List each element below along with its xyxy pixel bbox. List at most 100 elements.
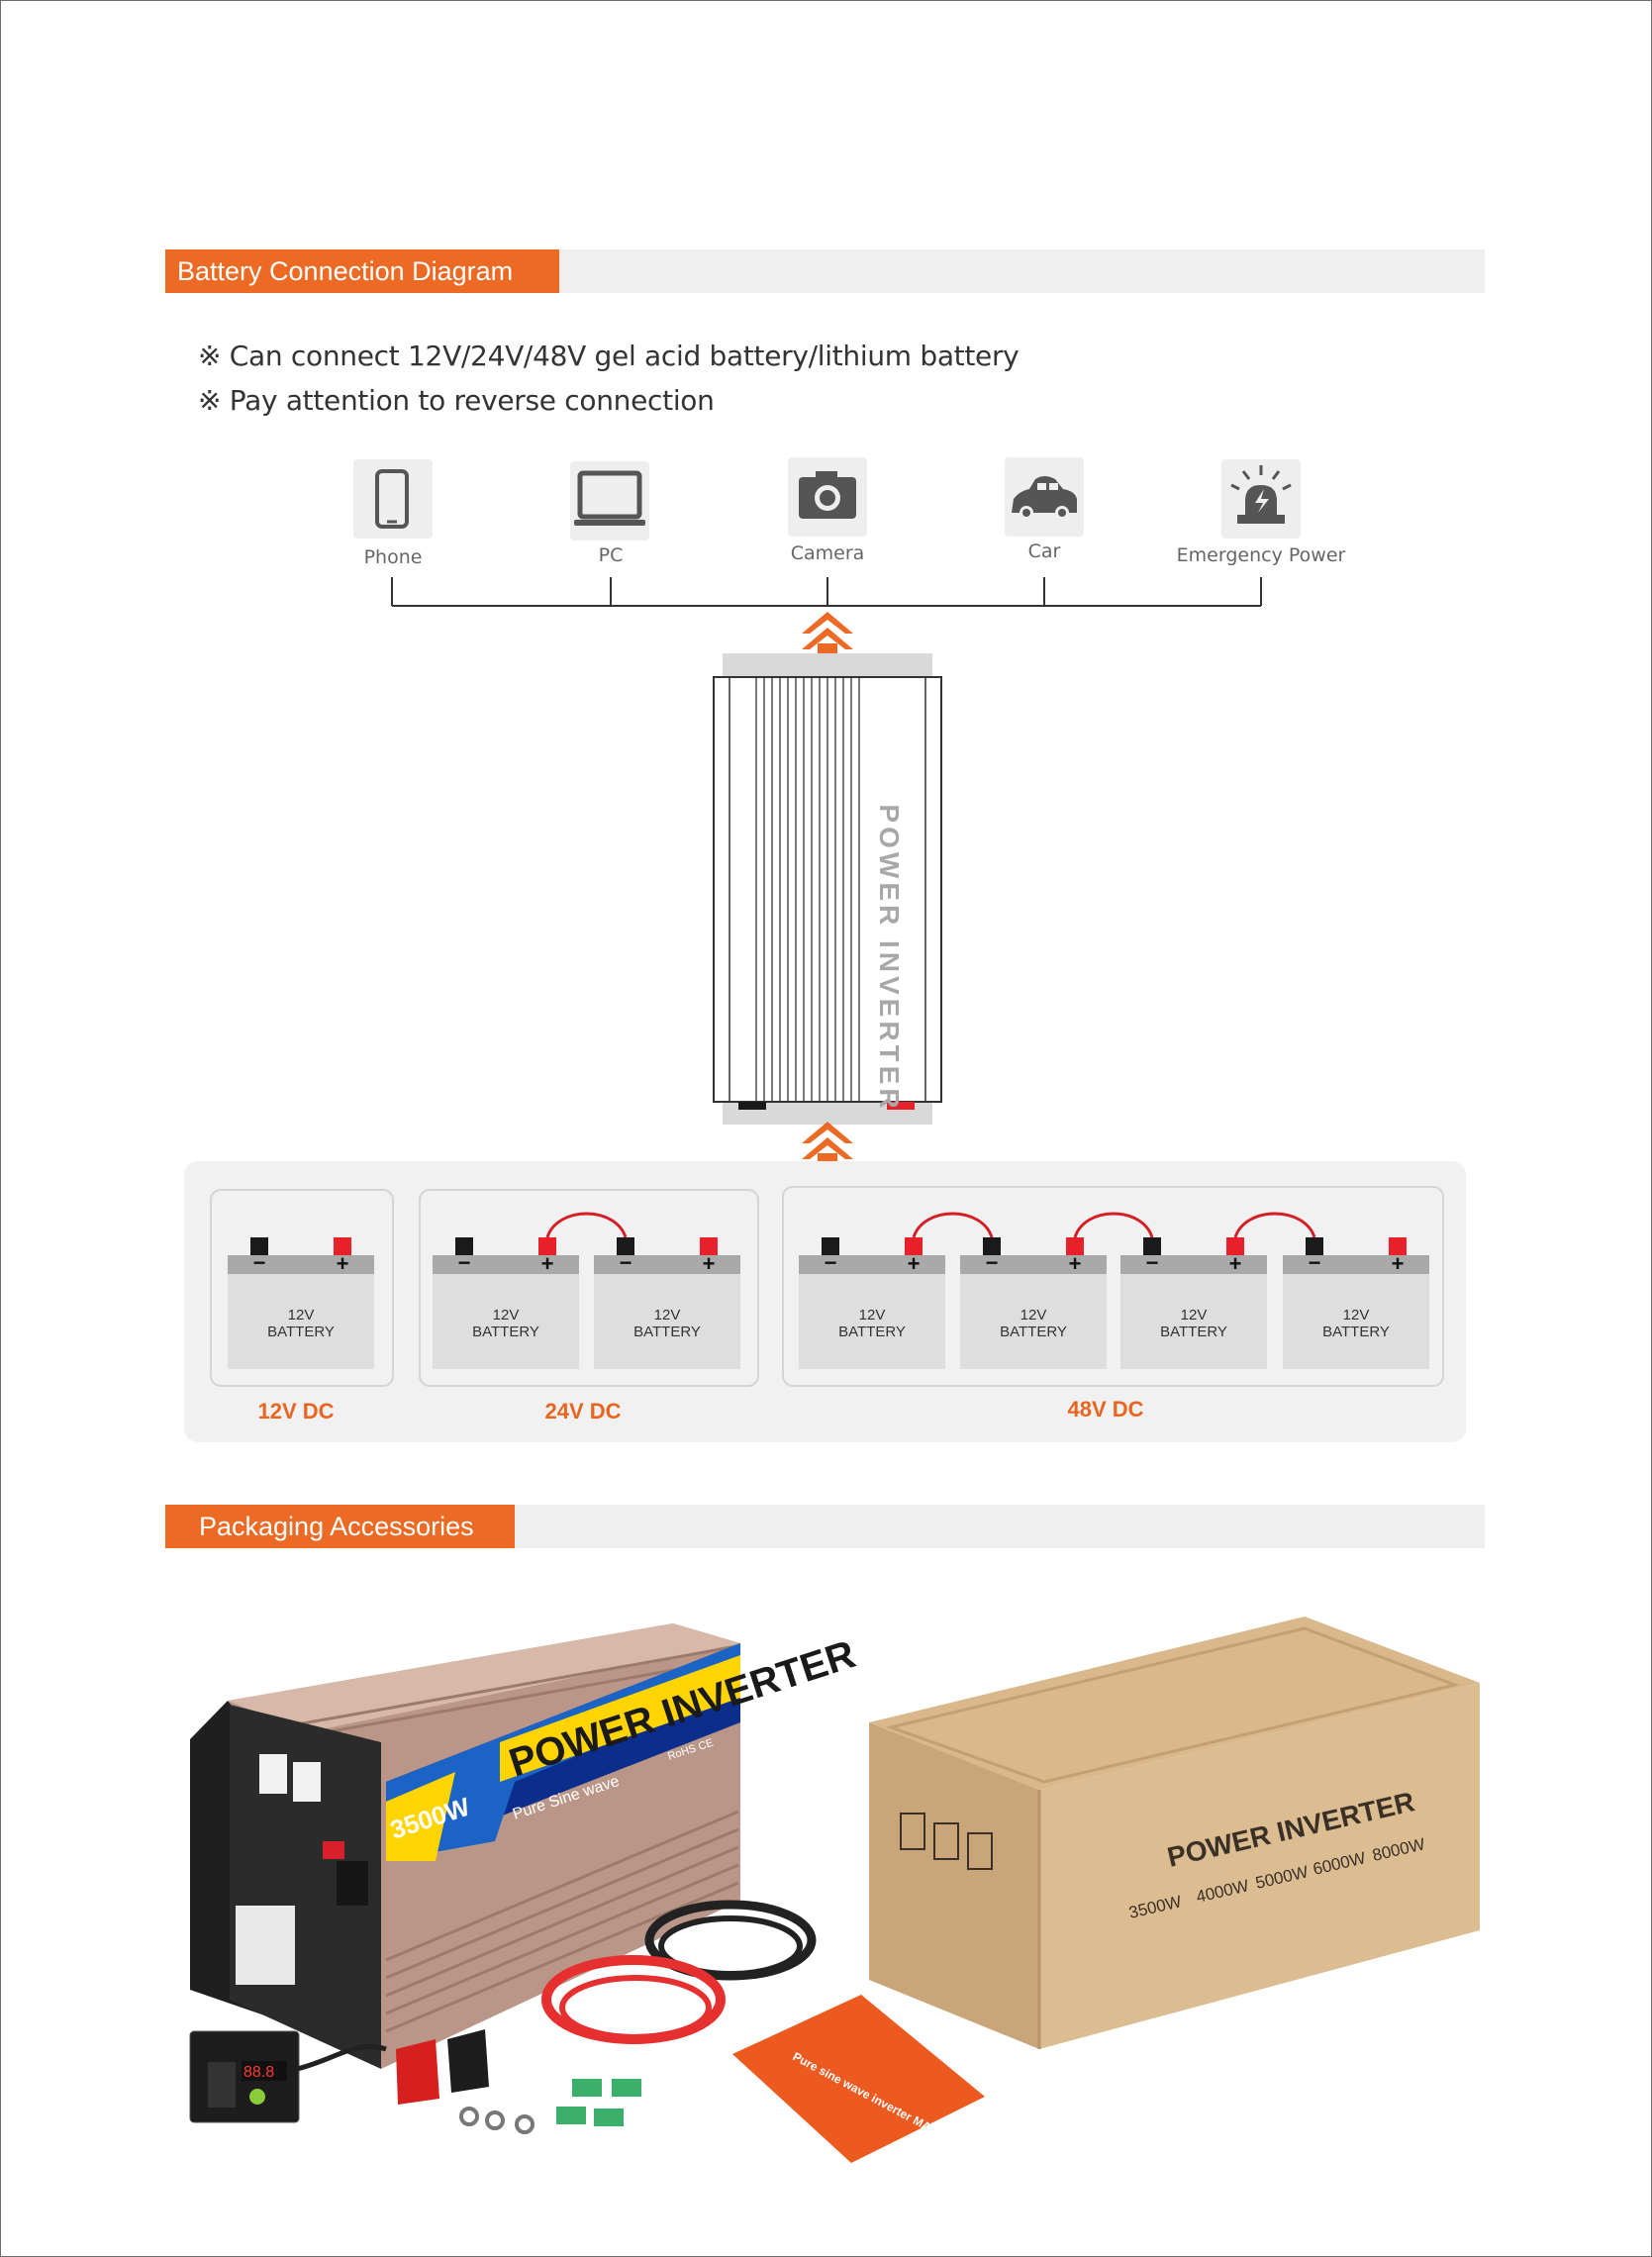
negative-sign: − [458, 1250, 471, 1275]
positive-terminal [905, 1237, 923, 1255]
positive-sign: + [1069, 1251, 1082, 1276]
battery-body [433, 1274, 579, 1369]
battery-top [1283, 1255, 1429, 1274]
negative-terminal [1143, 1237, 1161, 1255]
battery-voltage: 12V [1020, 1307, 1047, 1324]
voltage-label-24v: 24V DC [544, 1399, 622, 1423]
device-label-phone: Phone [363, 546, 423, 568]
device-label-pc: PC [598, 544, 624, 566]
negative-terminal [617, 1237, 634, 1255]
battery-voltage: 12V [288, 1307, 315, 1324]
monitor-icon [570, 461, 649, 540]
negative-sign: − [825, 1250, 837, 1275]
battery-body [228, 1274, 374, 1369]
battery-type: BATTERY [1000, 1324, 1067, 1340]
battery-top [433, 1255, 579, 1274]
inverter-unit [713, 653, 942, 1125]
battery-top [594, 1255, 740, 1274]
negative-sign: − [986, 1250, 999, 1275]
positive-sign: + [541, 1251, 554, 1276]
battery-body [1283, 1274, 1429, 1369]
battery-section-header: Battery Connection Diagram [165, 249, 1485, 293]
battery-voltage: 12V [1181, 1307, 1208, 1324]
section-title: Battery Connection Diagram [165, 249, 559, 293]
voltage-label-12v: 12V DC [257, 1399, 335, 1423]
negative-terminal [822, 1237, 839, 1255]
positive-terminal [700, 1237, 718, 1255]
series-link [912, 1212, 994, 1238]
battery-voltage: 12V [493, 1307, 520, 1324]
battery-body [960, 1274, 1107, 1369]
handling-symbols-icon [900, 1813, 993, 1870]
positive-terminal [334, 1237, 351, 1255]
positive-terminal [1389, 1237, 1407, 1255]
series-link [1233, 1212, 1316, 1238]
group-24v-frame [419, 1189, 759, 1387]
battery-type: BATTERY [1322, 1324, 1390, 1340]
positive-sign: + [1229, 1251, 1242, 1276]
battery-voltage: 12V [654, 1307, 681, 1324]
battery-type: BATTERY [267, 1324, 335, 1340]
terminal-caps [396, 2029, 641, 2134]
negative-sign: − [253, 1250, 266, 1275]
battery-type: BATTERY [472, 1324, 539, 1340]
device-label-emergency-power: Emergency Power [1176, 544, 1346, 566]
note-reverse-connection: ※ Pay attention to reverse connection [198, 384, 715, 417]
battery-type: BATTERY [1160, 1324, 1227, 1340]
camera-icon [788, 457, 867, 537]
negative-sign: − [1309, 1250, 1321, 1275]
positive-sign: + [337, 1251, 349, 1276]
battery-top [228, 1255, 374, 1274]
series-link [545, 1212, 628, 1238]
positive-sign: + [1392, 1251, 1405, 1276]
negative-terminal [983, 1237, 1001, 1255]
battery-layer: −+12VBATTERY−+12VBATTERY−+12VBATTERY−+12… [228, 1212, 1429, 1369]
negative-sign: − [1146, 1250, 1159, 1275]
positive-terminal [538, 1237, 556, 1255]
battery-type: BATTERY [838, 1324, 906, 1340]
bus-lines [391, 577, 1262, 607]
section-title: Packaging Accessories [165, 1505, 515, 1548]
battery-body [1120, 1274, 1267, 1369]
positive-terminal [1066, 1237, 1084, 1255]
positive-terminal [1226, 1237, 1244, 1255]
battery-voltage: 12V [859, 1307, 886, 1324]
series-link [1073, 1212, 1154, 1238]
user-manual: Pure sine wave inverter MANUAL [732, 1995, 985, 2163]
negative-sign: − [620, 1250, 632, 1275]
cable-accessories [296, 1900, 817, 2072]
group-12v-frame [210, 1189, 394, 1387]
positive-sign: + [908, 1251, 921, 1276]
battery-body [594, 1274, 740, 1369]
positive-sign: + [703, 1251, 716, 1276]
device-label-camera: Camera [790, 542, 865, 564]
negative-terminal [455, 1237, 473, 1255]
battery-body [799, 1274, 945, 1369]
emergency-light-icon [1221, 459, 1301, 539]
packaging-section-header: Packaging Accessories [165, 1505, 1485, 1548]
remote-reading: 88.8 [243, 2064, 274, 2081]
phone-icon [353, 459, 433, 539]
battery-top [799, 1255, 945, 1274]
battery-voltage: 12V [1343, 1307, 1370, 1324]
group-48v-frame [782, 1186, 1444, 1387]
negative-terminal [1306, 1237, 1323, 1255]
battery-top [1120, 1255, 1267, 1274]
battery-type: BATTERY [633, 1324, 701, 1340]
note-compatibility: ※ Can connect 12V/24V/48V gel acid batte… [198, 340, 1020, 372]
voltage-label-48v: 48V DC [1067, 1397, 1144, 1422]
carton-box-image: POWER INVERTER 3500W 4000W 5000W 6000W 8… [869, 1617, 1480, 2049]
negative-terminal [250, 1237, 268, 1255]
battery-top [960, 1255, 1107, 1274]
car-icon [1005, 457, 1084, 537]
device-label-car: Car [1027, 540, 1061, 562]
